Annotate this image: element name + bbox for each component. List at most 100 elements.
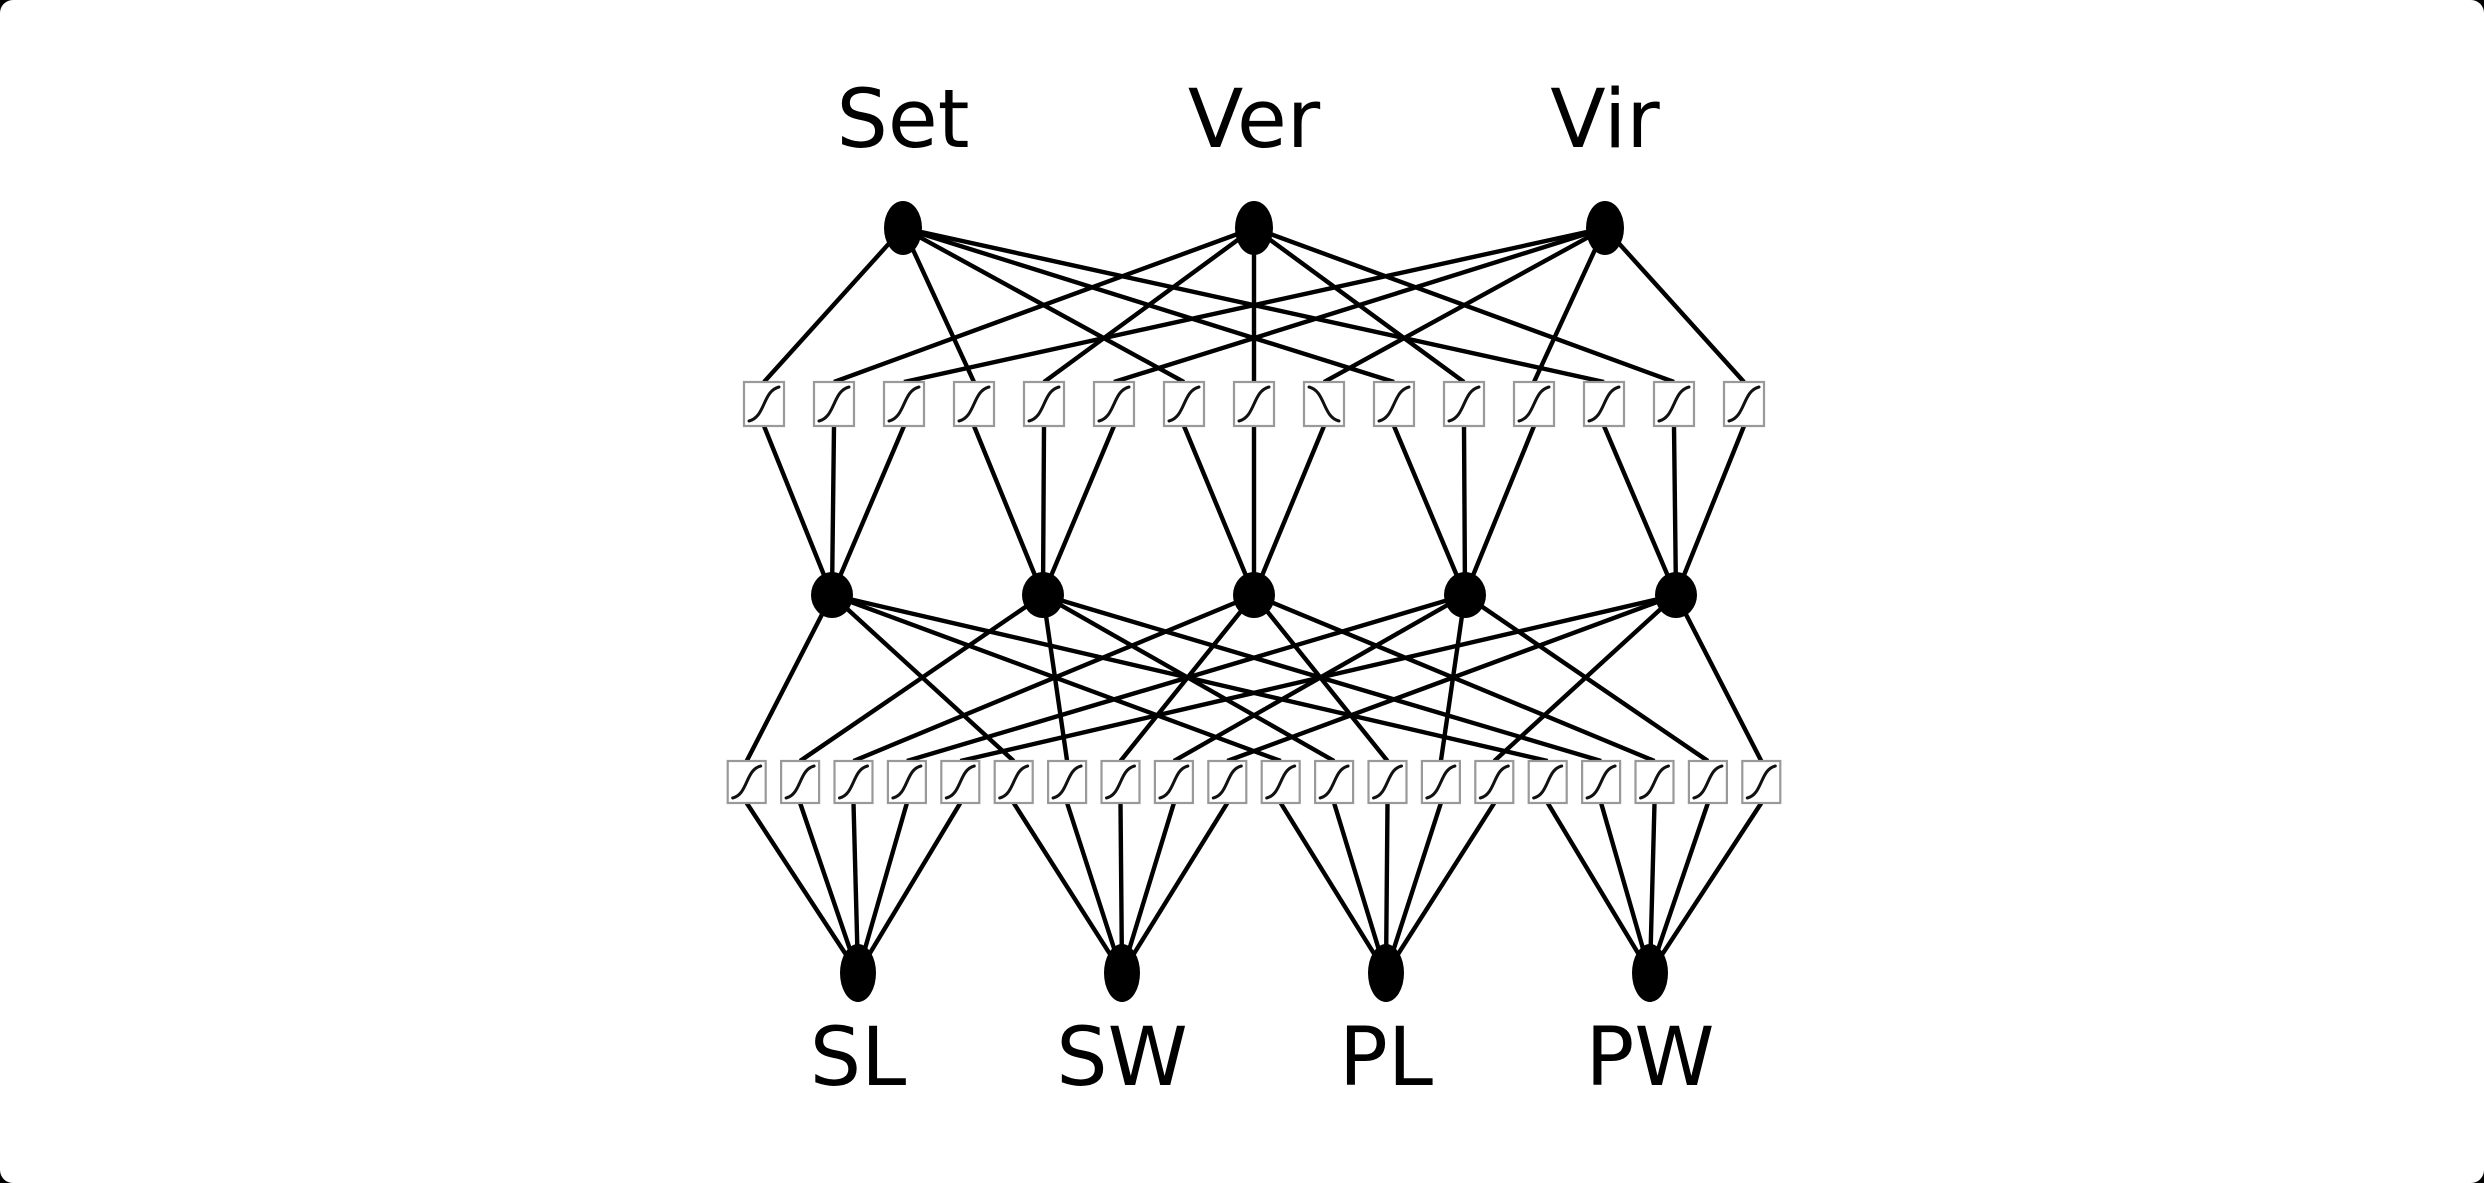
edge-box-to-hidden [1673,425,1747,596]
activation-curve-icon [998,764,1030,800]
activation-curve-icon [1158,764,1190,800]
input-node-pw [1632,944,1668,1002]
edge-output-to-box [901,227,976,383]
edge-box-to-input [1120,801,1230,975]
edge-hidden-to-box [1463,593,1710,763]
activation-curve-icon [1585,764,1617,800]
edge-hidden-to-box [1674,593,1764,763]
edge-box-to-hidden [1671,425,1679,596]
activation-curve-icon [784,764,816,800]
edge-output-to-box [902,225,1605,385]
output-node-ver [1235,201,1273,255]
output-label: Ver [1188,73,1321,167]
edge-box-to-hidden [761,425,835,596]
edge-box-to-input [798,802,861,974]
edge-box-to-input [1331,802,1389,974]
activation-curve-icon [731,764,763,800]
edge-box-to-input [1065,802,1125,974]
activation-curve-icon [1532,764,1564,800]
edge-hidden-to-box [830,593,1016,763]
edge-box-to-hidden [829,425,837,596]
output-node-vir [1586,201,1624,255]
activation-curve-icon [1265,764,1297,800]
activation-curve-icon [944,764,976,800]
activation-curve-icon [1318,764,1350,800]
edge-box-to-input [1119,802,1177,974]
edge-box-to-hidden [1040,425,1117,596]
activation-curve-icon [1745,764,1777,800]
edge-output-to-box [901,226,1186,384]
edge-box-to-input [1647,802,1710,974]
edge-box-to-hidden [1462,425,1537,596]
edge-box-to-input [855,802,910,974]
activation-curve-icon [891,764,923,800]
input-label: SW [1056,1011,1188,1105]
edge-hidden-to-box [1253,592,1656,764]
edge-box-to-input [1383,802,1443,974]
activation-curve-icon [1639,764,1670,800]
output-node-set [884,201,922,255]
edge-hidden-to-box [1042,592,1602,764]
activation-curve-icon [1657,385,1691,423]
edge-hidden-to-box [831,592,1549,764]
activation-curve-icon [817,385,851,423]
output-weight-box [1022,380,1066,428]
input-label: SL [810,1011,907,1105]
edge-box-to-hidden [829,425,907,596]
edge-box-to-input [744,801,860,975]
edge-box-to-input [1011,801,1124,975]
edge-hidden-to-box [744,593,834,763]
activation-curve-icon [1372,764,1403,800]
hidden-node [811,572,853,618]
edge-box-to-input [1598,802,1653,974]
edge-box-to-hidden [1461,425,1468,596]
edge-box-to-hidden [1181,425,1257,596]
edge-box-to-hidden [1251,425,1327,596]
edge-output-to-box [1253,225,1675,385]
activation-curve-icon [1517,385,1551,423]
hidden-node [1655,572,1697,618]
activation-curve-icon [1105,764,1136,800]
edge-output-to-box [902,225,1395,385]
output-label: Set [836,73,969,167]
activation-curve-icon [1237,385,1271,423]
edge-box-to-input [1384,801,1497,975]
activation-curve-icon [1727,385,1761,423]
input-label: PL [1339,1011,1433,1105]
edge-output-to-box [1252,226,1466,384]
activation-curve-icon [1587,385,1621,423]
activation-curve-icon [747,385,781,423]
output-weight-box [1722,380,1766,428]
input-node-pl [1368,944,1404,1002]
activation-curve-icon [838,764,869,800]
activation-curve-icon [1097,385,1131,423]
edge-box-to-input [1278,801,1388,975]
edge-output-to-box [1532,227,1607,383]
activation-curve-icon [1027,385,1061,423]
edge-output-to-box [1603,226,1746,384]
activation-curve-icon [1478,764,1510,800]
hidden-node [1444,572,1486,618]
activation-curve-icon [1211,764,1243,800]
activation-curve-icon [887,385,921,423]
activation-curve-icon [1167,385,1201,423]
activation-curve-icon [1692,764,1724,800]
input-label: PW [1586,1011,1715,1105]
edge-box-to-hidden [1601,425,1679,596]
activation-curve-icon [1425,764,1457,800]
edge-box-to-hidden [1391,425,1468,596]
activation-curve-icon [1051,764,1083,800]
activation-curve-icon [1447,385,1481,423]
output-label: Vir [1550,73,1660,167]
input-node-sw [1104,944,1140,1002]
edge-box-to-input [1648,801,1764,975]
edge-box-to-hidden [1040,425,1047,596]
input-node-sl [840,944,876,1002]
activation-curve-icon [1377,385,1411,423]
activation-curve-icon [957,385,991,423]
hidden-node [1022,572,1064,618]
edge-box-to-input [856,801,963,975]
edge-box-to-input [1545,801,1652,975]
edge-output-to-box [762,226,905,384]
